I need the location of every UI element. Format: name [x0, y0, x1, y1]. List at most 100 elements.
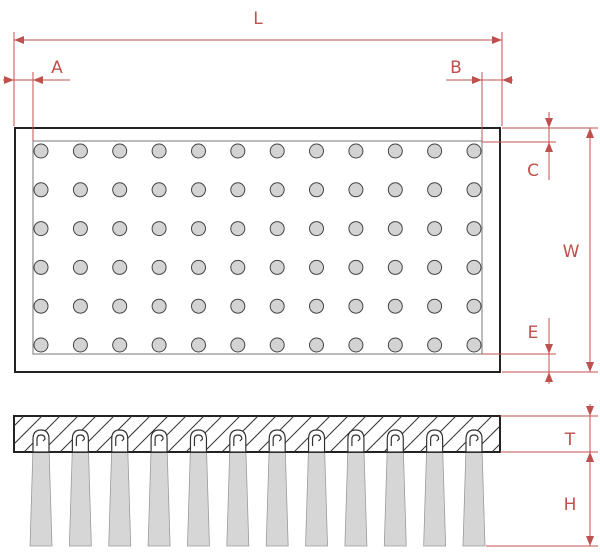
hole [387, 143, 403, 159]
bristle-tuft [423, 447, 447, 547]
tuft-clip [465, 429, 483, 453]
hole [230, 298, 246, 314]
label-A: A [51, 58, 63, 78]
hole [112, 259, 128, 275]
bristle-tuft [29, 447, 53, 547]
bristle-tuft [108, 447, 132, 547]
hole [269, 259, 285, 275]
dimension-E: E [482, 318, 556, 384]
hole [269, 182, 285, 198]
hole [72, 298, 88, 314]
hole [112, 337, 128, 353]
outer-frame [14, 127, 501, 373]
hole [387, 221, 403, 237]
tuft-clip [150, 429, 168, 453]
hole [151, 182, 167, 198]
hole [466, 143, 482, 159]
dimension-C: C [482, 112, 598, 181]
hole-field-outline [32, 140, 483, 355]
dimension-B: B [446, 58, 513, 141]
label-T: T [564, 430, 576, 450]
hole [112, 182, 128, 198]
bristle-row [29, 447, 486, 547]
hole [230, 337, 246, 353]
tuft-clip [32, 429, 50, 453]
bristle-tuft [383, 447, 407, 547]
bristle-tuft [68, 447, 92, 547]
hole [348, 221, 364, 237]
hole [230, 143, 246, 159]
hole [466, 298, 482, 314]
hole [427, 259, 443, 275]
bristle-tuft [305, 447, 328, 547]
tuft-clip [268, 429, 286, 453]
hole [151, 221, 167, 237]
hole [387, 337, 403, 353]
hole [427, 143, 443, 159]
hole [269, 221, 285, 237]
hole [191, 337, 206, 353]
base-strip [13, 415, 501, 453]
hole [348, 337, 364, 353]
bristle-tuft [344, 447, 368, 547]
hole [466, 182, 482, 198]
hole [466, 221, 482, 237]
side-view [13, 415, 501, 547]
hole [269, 298, 285, 314]
tuft-clips [32, 429, 483, 453]
hole [309, 298, 324, 314]
hole [72, 259, 88, 275]
hole [309, 259, 324, 275]
hole [309, 221, 324, 237]
tuft-clip [111, 429, 129, 453]
hole [112, 221, 128, 237]
label-C: C [527, 161, 539, 181]
bristle-tuft [187, 447, 210, 547]
hole [33, 298, 49, 314]
hole [191, 143, 206, 159]
tuft-clip [426, 429, 444, 453]
tuft-clip [307, 429, 326, 453]
dimension-T: T [500, 404, 598, 462]
hole [33, 259, 49, 275]
tuft-clip [71, 429, 89, 453]
hole [191, 298, 206, 314]
hole [191, 259, 206, 275]
hole [33, 221, 49, 237]
top-view [14, 127, 501, 373]
hole [427, 337, 443, 353]
dimension-W: W [502, 128, 598, 373]
hole-grid [33, 143, 482, 353]
hole [269, 143, 285, 159]
label-E: E [528, 323, 539, 343]
hole [427, 298, 443, 314]
hole [33, 182, 49, 198]
hole [72, 182, 88, 198]
label-W: W [563, 242, 580, 262]
hole [191, 182, 206, 198]
bristle-tuft [226, 447, 250, 547]
hole [427, 182, 443, 198]
tuft-clip [189, 429, 208, 453]
hole [72, 337, 88, 353]
hole [151, 298, 167, 314]
hole [466, 337, 482, 353]
label-B: B [450, 58, 462, 78]
hole [309, 143, 324, 159]
tuft-clip [386, 429, 404, 453]
hole [348, 143, 364, 159]
hole [230, 221, 246, 237]
hole [230, 259, 246, 275]
label-H: H [564, 495, 577, 515]
bristle-tuft [462, 447, 486, 547]
hole [387, 259, 403, 275]
label-L: L [253, 9, 263, 29]
hole [466, 259, 482, 275]
hole [309, 337, 324, 353]
tuft-clip [347, 429, 365, 453]
hole [348, 259, 364, 275]
hole [33, 337, 49, 353]
tuft-clip [229, 429, 247, 453]
hole [230, 182, 246, 198]
